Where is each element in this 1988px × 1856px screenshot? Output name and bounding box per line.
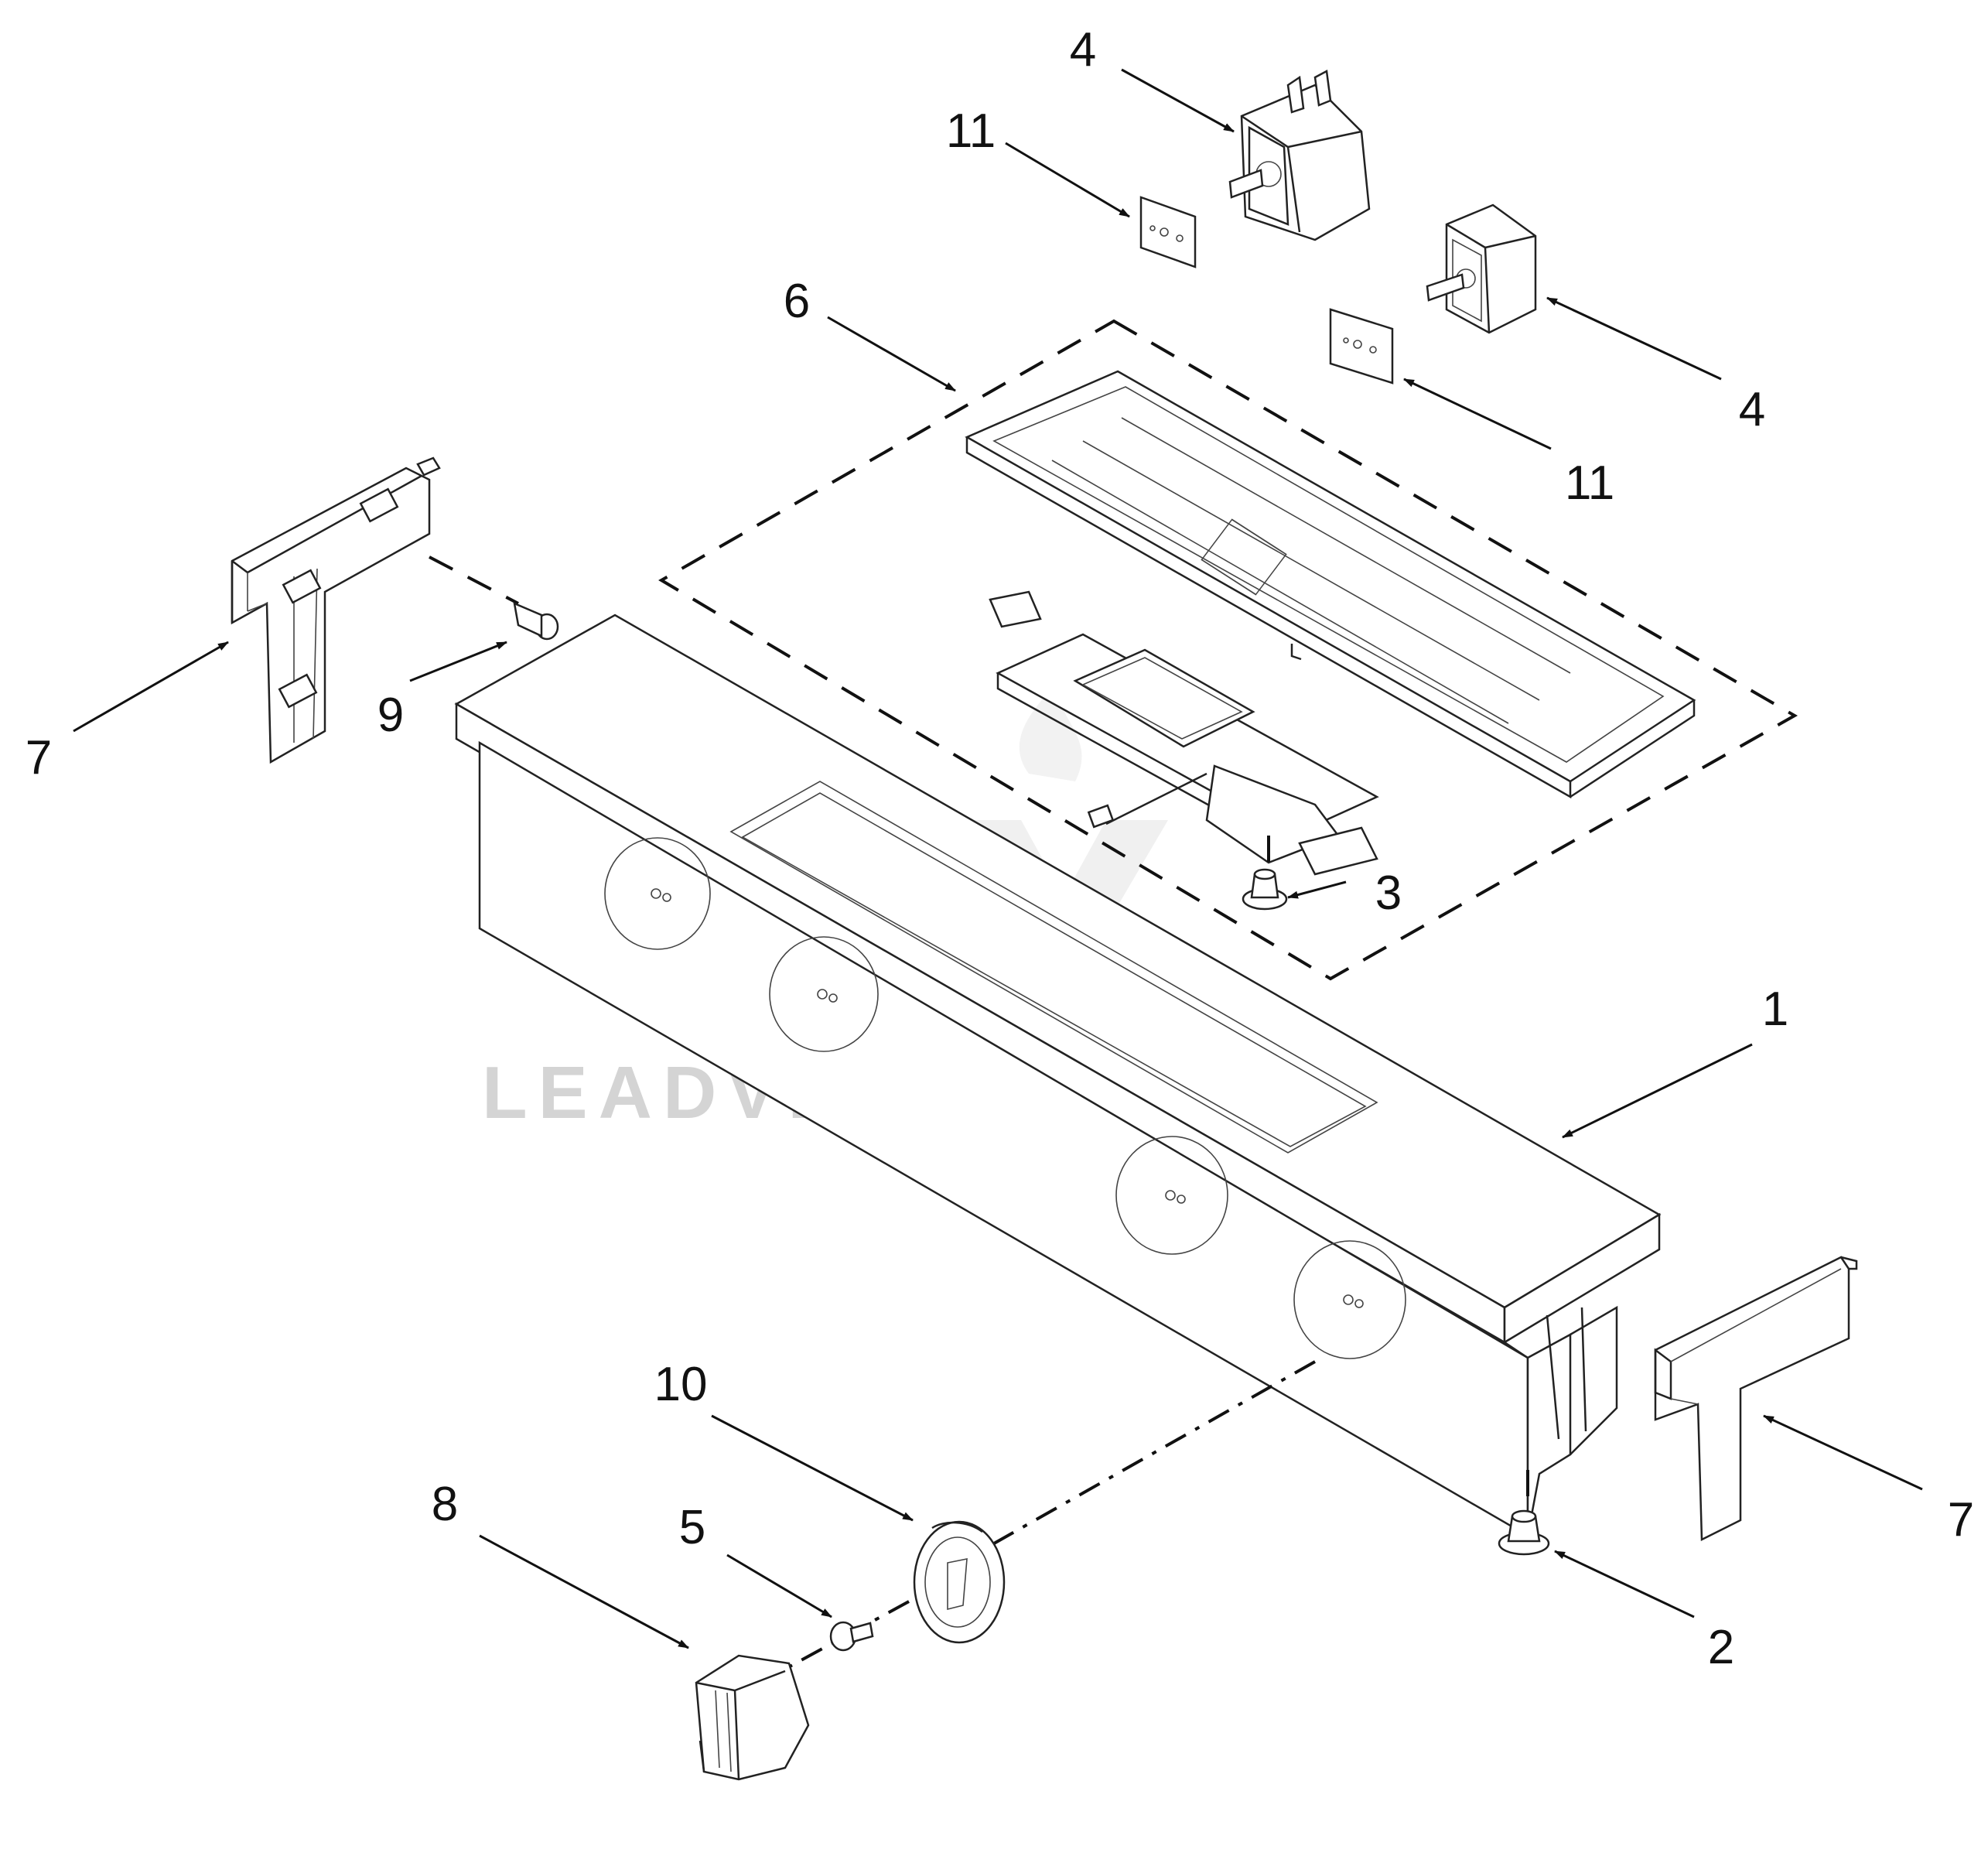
assembly-dashed-outline xyxy=(658,319,1798,981)
callout-end-cap-right: 7 xyxy=(1948,1493,1974,1547)
switch-top xyxy=(1228,70,1371,241)
insulator-top xyxy=(1139,196,1197,268)
callout-control-panel: 1 xyxy=(1762,983,1788,1036)
touch-panel xyxy=(965,370,1696,799)
knob xyxy=(695,1654,810,1781)
switch-right xyxy=(1426,203,1537,334)
bezel xyxy=(913,1520,1006,1644)
callout-bezel: 10 xyxy=(654,1358,708,1411)
leader-arrows xyxy=(73,68,1923,1649)
callout-clip: 9 xyxy=(377,689,404,742)
screw xyxy=(829,1621,874,1652)
panel-bottom-grommet xyxy=(1498,1470,1550,1556)
callout-end-cap-left: 7 xyxy=(26,731,52,784)
panel-knob-holes xyxy=(604,837,1406,1359)
knob-assembly-line xyxy=(993,1360,1316,1545)
callout-labels: 4 11 6 4 11 7 9 3 1 7 2 10 8 5 xyxy=(26,23,1974,1674)
callout-board-grommet: 3 xyxy=(1375,866,1402,920)
callout-screw: 5 xyxy=(679,1501,705,1554)
callout-knob: 8 xyxy=(432,1478,458,1531)
board-grommet xyxy=(1242,836,1288,911)
callout-insulator-right: 11 xyxy=(1565,456,1614,510)
control-panel xyxy=(454,614,1662,1538)
callout-switch-top: 4 xyxy=(1070,23,1096,77)
insulator-right xyxy=(1329,308,1394,385)
end-cap-left xyxy=(231,456,441,764)
callout-switch-right: 4 xyxy=(1739,383,1765,436)
clip xyxy=(429,555,559,641)
callout-insulator-top: 11 xyxy=(946,104,996,158)
end-cap-right xyxy=(1654,1256,1858,1541)
callout-panel-bottom-grommet: 2 xyxy=(1708,1621,1734,1674)
control-board xyxy=(989,590,1379,876)
callout-board-assembly: 6 xyxy=(784,275,810,328)
